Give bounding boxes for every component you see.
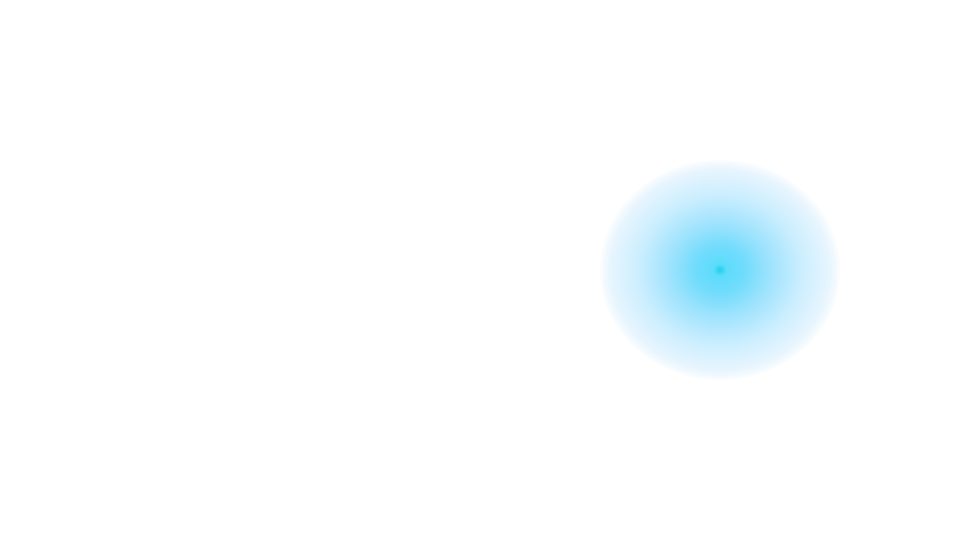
blue-radial-glow: [600, 160, 840, 380]
